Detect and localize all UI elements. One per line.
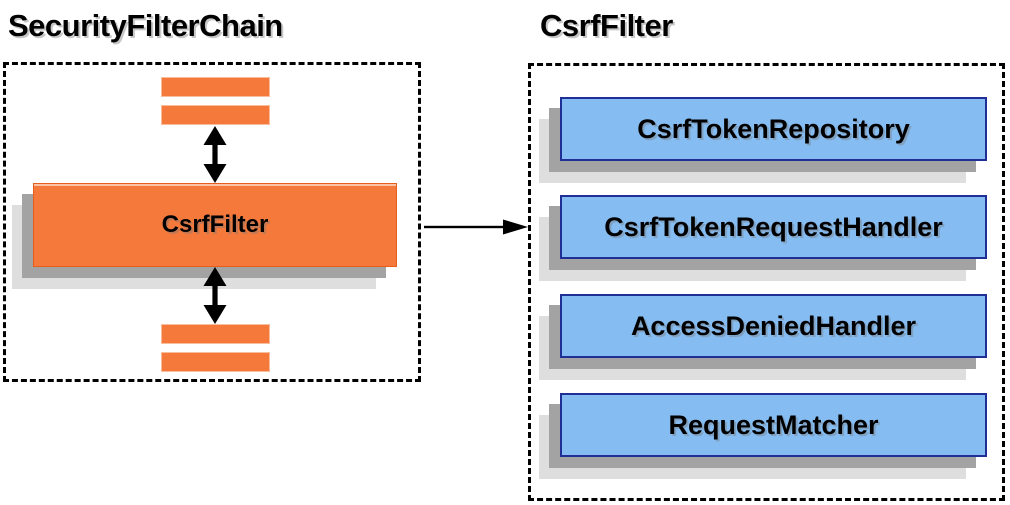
security-filter-chain-title: SecurityFilterChain: [8, 8, 283, 43]
request-matcher-node: RequestMatcher: [539, 393, 987, 479]
component-box: CsrfTokenRepository: [560, 97, 987, 161]
csrf-filter-node-box: CsrfFilter: [33, 183, 397, 267]
up-down-arrow-icon: [203, 126, 227, 183]
component-box: RequestMatcher: [560, 393, 987, 457]
component-box: CsrfTokenRequestHandler: [560, 195, 987, 259]
component-box: AccessDeniedHandler: [560, 294, 987, 358]
component-label: AccessDeniedHandler: [630, 310, 917, 341]
csrf-filter-title: CsrfFilter: [540, 8, 673, 43]
csrf-token-request-handler-node: CsrfTokenRequestHandler: [539, 195, 987, 281]
access-denied-handler-node: AccessDeniedHandler: [539, 294, 987, 380]
filter-placeholder-bar: [161, 324, 270, 344]
component-label: CsrfTokenRepository: [637, 113, 910, 144]
csrf-token-repository-node: CsrfTokenRepository: [539, 97, 987, 183]
security-filter-chain-container: [3, 62, 421, 382]
filter-placeholder-bar: [161, 105, 270, 125]
component-label: RequestMatcher: [668, 409, 879, 440]
csrf-filter-node: CsrfFilter: [12, 183, 397, 289]
component-label: CsrfTokenRequestHandler: [604, 211, 943, 242]
right-arrow-icon: [424, 219, 528, 235]
filter-placeholder-bar: [161, 77, 270, 97]
up-down-arrow-icon: [203, 267, 227, 324]
csrf-filter-node-label: CsrfFilter: [161, 211, 269, 238]
csrf-filter-components-container: [528, 63, 1005, 501]
filter-placeholder-bar: [161, 352, 270, 372]
